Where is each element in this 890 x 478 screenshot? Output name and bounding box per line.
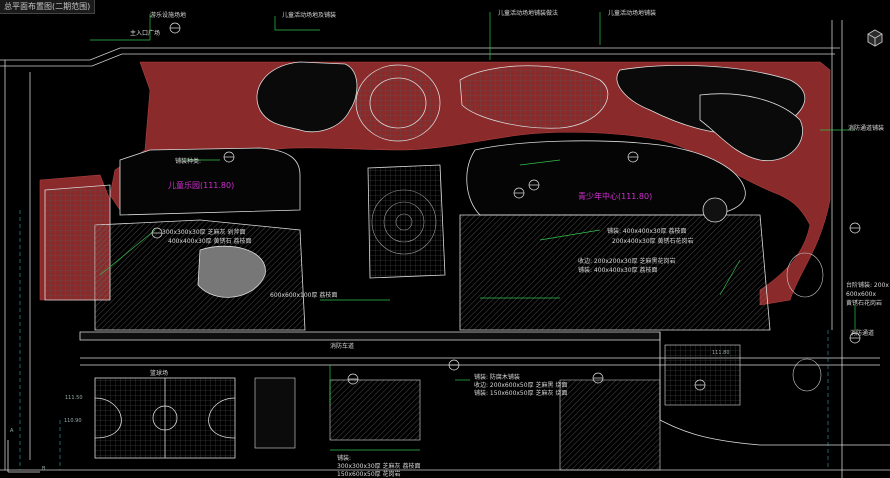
drawing-tab[interactable]: 总平面布置图(二期范围) (0, 0, 96, 14)
note-bottom2: 收边: 200x600x50厚 芝麻黑 烧面 (474, 382, 568, 389)
leader-lines (90, 12, 856, 451)
building-blocks (254, 344, 741, 471)
label-top-e: 儿童活动场地铺装 (608, 10, 657, 17)
road-label: 消防车道 (330, 343, 355, 350)
note-mid2: 400x400x30厚 黄锈石 荔枝面 (168, 238, 252, 245)
note-bottom3: 铺装: 150x600x50厚 芝麻灰 烧面 (474, 390, 568, 397)
note-bottom1: 铺装: 防腐木铺装 (474, 374, 520, 381)
section-marker-icon (151, 22, 861, 391)
right-label-a: 消防通道铺装 (848, 125, 885, 132)
road (79, 331, 890, 446)
garden-forms (256, 61, 805, 162)
ucs-axis-icon (7, 440, 40, 473)
label-center-right: 青少年中心(111.80) (578, 192, 653, 201)
label-top-c: 儿童活动场地及铺装 (282, 12, 337, 19)
note-right2: 200x400x30厚 黄锈石花岗岩 (612, 238, 694, 245)
basketball-court (94, 377, 236, 459)
tree-cluster (786, 252, 824, 392)
elevation-3: 110.90 (64, 418, 82, 424)
elevation-2: 111.50 (65, 395, 83, 401)
central-plaza (367, 164, 446, 279)
right-label-b: 台阶铺装: 200x (846, 282, 889, 289)
cyan-gridlines (19, 210, 829, 470)
right-label-c: 600x600x (846, 291, 877, 298)
elevation-1: 111.80 (712, 350, 730, 356)
note-bl1: 铺装: (337, 455, 352, 462)
left-park (44, 147, 306, 331)
ucs-label-y: A (10, 428, 14, 434)
right-label-d: 黄锈石花岗岩 (846, 300, 883, 307)
label-top-a: 游乐设施场地 (150, 12, 187, 19)
right-label-e: 消防通道 (850, 330, 875, 337)
view-cube-icon[interactable] (866, 28, 884, 48)
note-right3: 收边: 200x200x30厚 芝麻黑花岗岩 (578, 258, 676, 265)
note-right4: 铺装: 400x400x30厚 荔枝面 (578, 267, 658, 274)
note-lawn: 铺装种类: (175, 158, 202, 165)
label-top-d: 儿童活动场地铺装做法 (498, 10, 559, 17)
note-mid3: 600x600x100厚 荔枝面 (270, 292, 338, 299)
court-label: 篮球场 (150, 370, 169, 377)
label-top-b: 主入口广场 (130, 30, 161, 37)
label-center-left: 儿童乐园(111.80) (168, 181, 235, 190)
ucs-label-x: B (42, 466, 46, 472)
right-center (459, 140, 771, 331)
note-bl3: 150x600x50厚 花岗岩 (337, 471, 401, 478)
note-mid1: 300x300x30厚 芝麻灰 剁斧面 (162, 229, 246, 236)
site-boundary (0, 20, 890, 478)
note-right1: 铺装: 400x400x30厚 荔枝面 (607, 228, 687, 235)
note-bl2: 300x300x30厚 芝麻灰 荔枝面 (337, 463, 421, 470)
